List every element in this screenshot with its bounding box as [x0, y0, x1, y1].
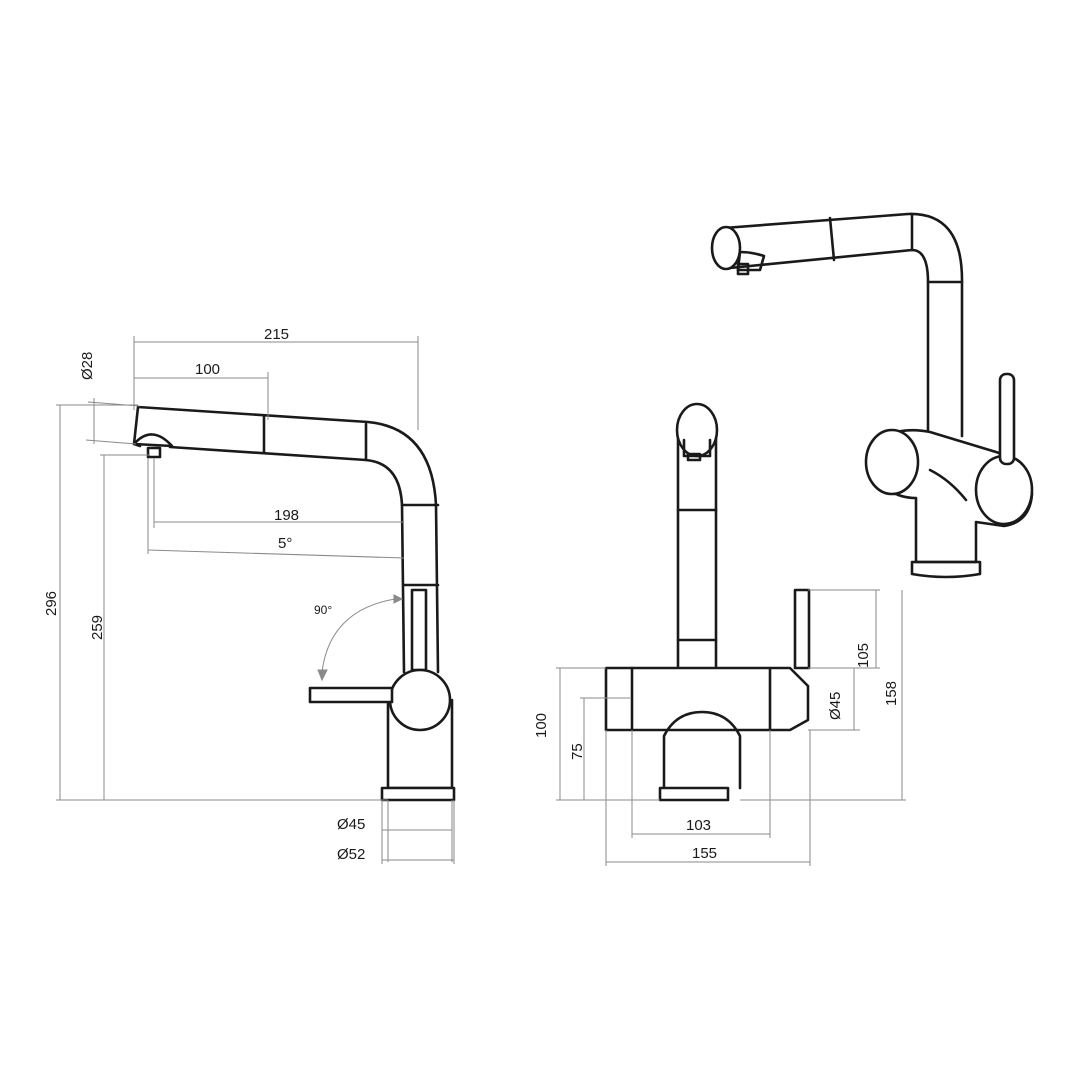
front-view	[604, 402, 811, 802]
perspective-view	[710, 212, 1034, 579]
front-base-ring	[658, 786, 730, 802]
side-horizontal-lever	[308, 686, 394, 704]
dim-spout-reach: 215	[264, 326, 289, 343]
dim-lever-height: 105	[855, 643, 872, 668]
dim-body-total-width: 155	[692, 845, 717, 862]
dim-body-axis-height: 75	[569, 743, 586, 760]
dim-spout-clearance: 259	[89, 615, 106, 640]
side-dimensions: 215 100 Ø28 296 259 198 5° 90° Ø45	[43, 326, 455, 864]
dim-spout-projection: 198	[274, 507, 299, 524]
front-body	[604, 666, 810, 732]
dim-total-height: 296	[43, 591, 60, 616]
dim-spout-angle: 5°	[278, 535, 292, 552]
dim-lever-rotation: 90°	[314, 603, 332, 617]
persp-spout	[722, 212, 964, 438]
persp-lever	[998, 372, 1016, 466]
front-spout-column	[676, 428, 718, 668]
dim-base-outer-diameter: Ø52	[337, 846, 365, 863]
front-dimensions: 100 75 105 Ø45 158 103 155	[533, 589, 906, 866]
dim-body-height: 100	[533, 713, 550, 738]
dim-lever-total-height: 158	[883, 681, 900, 706]
side-spray-nozzle	[146, 446, 162, 459]
rotation-arc	[321, 598, 396, 673]
persp-spray-head	[710, 225, 742, 271]
side-base-ring	[380, 786, 456, 802]
dim-spout-diameter: Ø28	[79, 352, 96, 380]
front-lever	[793, 588, 811, 670]
dim-base-inner-diameter: Ø45	[337, 816, 365, 833]
dim-lever-handle-diameter: Ø45	[827, 692, 844, 720]
side-filter-lever	[410, 588, 428, 672]
side-view	[132, 405, 456, 802]
persp-base-ring	[910, 560, 982, 579]
dim-body-inner-width: 103	[686, 817, 711, 834]
dim-pullout-length: 100	[195, 361, 220, 378]
front-base-neck	[662, 710, 742, 790]
side-handle-circle	[388, 668, 452, 732]
persp-left-cap	[864, 428, 920, 496]
persp-right-cap	[974, 454, 1034, 526]
side-spray-head	[132, 433, 174, 448]
